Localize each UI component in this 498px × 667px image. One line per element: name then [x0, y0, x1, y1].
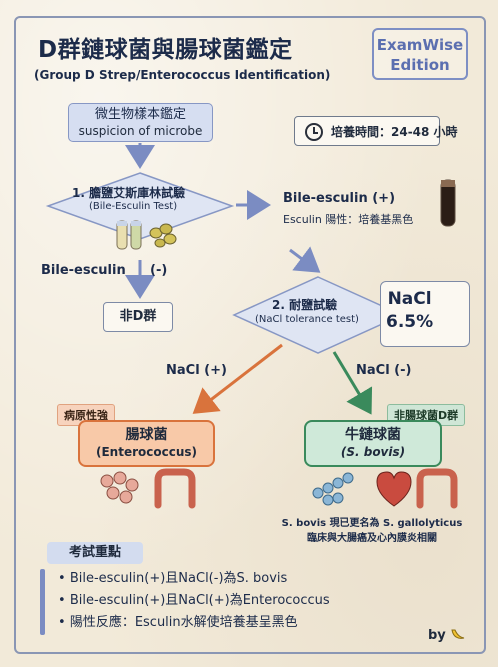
- exam-point-2: • Bile-esculin(+)且NaCl(+)為Enterococcus: [58, 593, 330, 608]
- intestine-illustration-left: [154, 468, 196, 509]
- page-title: D群鏈球菌與腸球菌鑑定: [38, 37, 293, 63]
- test2-subtitle: (NaCl tolerance test): [255, 314, 359, 325]
- nacl-line-1: NaCl: [387, 289, 432, 309]
- bile-positive-note: Esculin 陽性：培養基黑色: [283, 213, 414, 226]
- brand-line-2: Edition: [390, 56, 450, 74]
- bacteria-cluster-illustration: [149, 223, 177, 248]
- s-bovis-name: 牛鏈球菌: [345, 427, 401, 443]
- incubation-time-box: 培養時間：24-48 小時: [294, 116, 458, 146]
- chain-cocci-illustration: [312, 472, 354, 506]
- arrow-positive-to-test2: [289, 246, 321, 273]
- exam-point-3: • 陽性反應：Esculin水解使培養基呈黑色: [58, 615, 298, 630]
- start-line-2: suspicion of microbe: [78, 124, 203, 138]
- enterococcus-latin: (Enterococcus): [95, 445, 197, 459]
- banana-icon: [451, 629, 465, 639]
- start-box: 微生物樣本鑑定 suspicion of microbe: [68, 103, 213, 142]
- heart-illustration: [376, 471, 412, 507]
- incubation-time-text: 培養時間：24-48 小時: [331, 125, 458, 139]
- s-bovis-note: S. bovis 現已更名為 S. gallolyticus 臨床與大腸癌及心內…: [262, 516, 482, 546]
- test1-subtitle: (Bile-Esculin Test): [89, 201, 178, 212]
- exam-point-1-text: Bile-esculin(+)且NaCl(-)為S. bovis: [69, 571, 288, 586]
- branch-negative-label: NaCl (-): [356, 363, 412, 378]
- brand-badge: ExamWise Edition: [372, 28, 468, 80]
- exam-points-bar: [40, 569, 45, 635]
- s-bovis-latin: (S. bovis): [340, 445, 406, 459]
- arrow-to-bovis: [332, 351, 373, 415]
- exam-point-2-text: Bile-esculin(+)且NaCl(+)為Enterococcus: [69, 593, 330, 608]
- bile-negative-label: Bile-esculin: [41, 263, 126, 278]
- black-tube-illustration: [440, 179, 456, 227]
- test-tubes-illustration: [116, 220, 142, 250]
- test1-title: 1. 膽鹽艾斯庫林試驗: [72, 186, 186, 200]
- diamond-test2: [232, 276, 404, 354]
- s-bovis-note-line-1: S. bovis 現已更名為 S. gallolyticus: [281, 518, 463, 529]
- nacl-concentration-text: NaCl 6.5%: [386, 288, 433, 334]
- exam-point-1: • Bile-esculin(+)且NaCl(-)為S. bovis: [58, 571, 288, 586]
- arrow-to-enterococcus: [192, 343, 283, 414]
- non-group-d-box: 非D群: [103, 302, 173, 332]
- brand-line-1: ExamWise: [376, 36, 464, 54]
- exam-point-3-text: 陽性反應：Esculin水解使培養基呈黑色: [69, 615, 298, 630]
- clock-icon: [305, 123, 323, 141]
- page-subtitle: (Group D Strep/Enterococcus Identificati…: [34, 68, 331, 82]
- byline: by: [428, 626, 466, 643]
- intestine-illustration-right: [416, 468, 458, 509]
- page-frame: [14, 16, 486, 654]
- bile-positive-label: Bile-esculin (+): [283, 191, 396, 206]
- enterococcus-box: 腸球菌 (Enterococcus): [78, 420, 215, 467]
- exam-points-title: 考試重點: [47, 542, 143, 564]
- start-line-1: 微生物樣本鑑定: [94, 107, 186, 122]
- s-bovis-note-line-2: 臨床與大腸癌及心內膜炎相關: [307, 533, 437, 544]
- byline-text: by: [428, 628, 446, 643]
- enterococcus-name: 腸球菌: [125, 427, 168, 443]
- nacl-line-2: 6.5%: [386, 312, 434, 332]
- bile-negative-sign: (-): [150, 263, 168, 278]
- s-bovis-box: 牛鏈球菌 (S. bovis): [304, 420, 442, 467]
- cocci-illustration: [100, 471, 139, 504]
- test2-title: 2. 耐鹽試驗: [272, 298, 338, 312]
- branch-positive-label: NaCl (+): [166, 363, 227, 378]
- nacl-concentration-box: [380, 281, 470, 347]
